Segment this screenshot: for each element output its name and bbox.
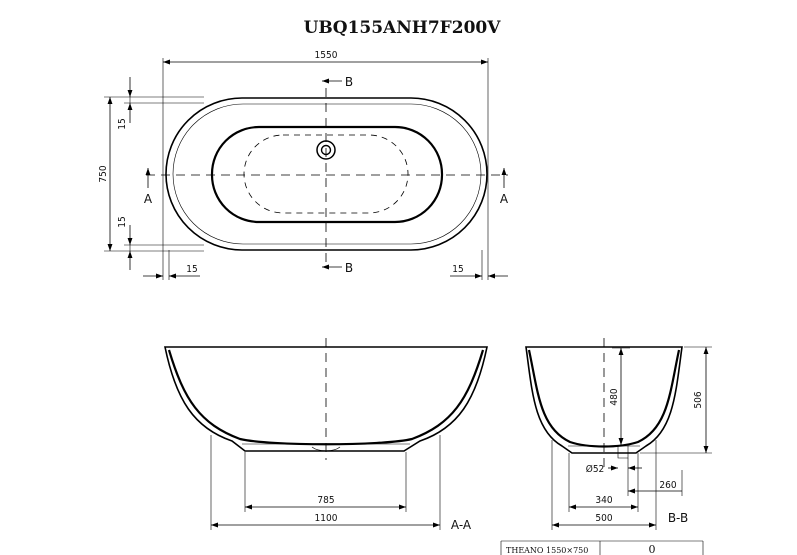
section-b-outer-profile: [525, 346, 683, 454]
title-block-mark: 0: [649, 543, 656, 555]
dimension-drain-offset: 260: [659, 480, 676, 491]
dimension-inner-width: 340: [595, 495, 612, 506]
section-marker-b-bottom: B: [322, 261, 353, 275]
dimension-rim-left: 15: [186, 264, 197, 275]
svg-text:A: A: [500, 192, 509, 206]
svg-text:B: B: [345, 75, 353, 89]
dimension-base-width: 785: [317, 495, 334, 506]
dimension-rim-top: 15: [117, 118, 128, 129]
section-b-label: B-B: [668, 511, 688, 525]
section-b-b-view: 480 506 Ø52 260 340 500 B-B: [525, 338, 712, 530]
dimension-overall-width-b: 500: [595, 513, 612, 524]
dimension-rim-bottom: 15: [117, 216, 128, 227]
tub-basin: [210, 125, 444, 224]
tub-inner-rim: [172, 103, 482, 245]
dimension-drain-diameter: Ø52: [586, 463, 605, 475]
dimension-overall-width-a: 1100: [315, 513, 338, 524]
svg-text:A: A: [144, 192, 153, 206]
dimension-rim-right: 15: [452, 264, 463, 275]
dimension-width: 750: [98, 165, 109, 182]
title-block: THEANO 1550×750 0: [500, 540, 704, 555]
top-view: 1550 750 15 15 15 15 A: [98, 50, 509, 280]
section-marker-b-top: B: [322, 75, 353, 89]
section-a-label: A-A: [451, 518, 472, 532]
dimension-height: 506: [693, 391, 704, 408]
section-marker-a-right: A: [500, 168, 509, 206]
section-b-drain-pipe: [617, 446, 629, 459]
section-a-a-view: 785 1100 A-A: [164, 338, 488, 532]
section-a-outer-profile: [164, 346, 488, 452]
tub-outer-rim: [165, 97, 488, 251]
drawing-title: UBQ155ANH7F200V: [304, 18, 502, 38]
title-block-model: THEANO 1550×750: [506, 546, 588, 555]
section-marker-a-left: A: [144, 168, 153, 206]
basin-floor-contour: [243, 134, 409, 214]
dimension-length: 1550: [315, 50, 338, 61]
svg-text:B: B: [345, 261, 353, 275]
dimension-depth: 480: [609, 388, 620, 405]
